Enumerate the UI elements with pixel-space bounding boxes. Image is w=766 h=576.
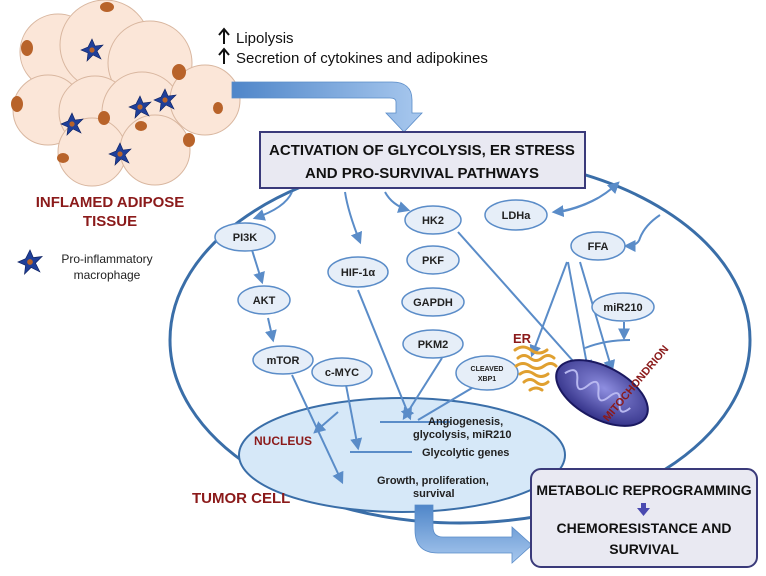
nucleus-to-outcome-arrow (414, 504, 533, 564)
node-pi3k-label: PI3K (233, 232, 258, 244)
fat-cell (119, 114, 191, 186)
adipose-label-line2: TISSUE (83, 213, 137, 230)
adipose-effects: Lipolysis Secretion of cytokines and adi… (218, 27, 488, 67)
outcome-line2: CHEMORESISTANCE AND (556, 520, 731, 536)
down-arrow-icon (637, 503, 650, 516)
mitochondrion (555, 359, 649, 427)
node-akt: AKT (237, 285, 291, 315)
node-ffa-label: FFA (588, 241, 609, 253)
nucleus-output3-line2: survival (413, 488, 455, 500)
node-cmyc-label: c-MYC (325, 367, 359, 379)
endoplasmic-reticulum (513, 345, 558, 392)
node-xbp1-label-line2: XBP1 (478, 376, 496, 383)
activation-line2: AND PRO-SURVIVAL PATHWAYS (305, 165, 539, 182)
inflamed-adipose-tissue: INFLAMED ADIPOSE TISSUE Pro-inflammatory… (11, 0, 241, 282)
outcome-line3: SURVIVAL (609, 541, 679, 557)
node-pkm2: PKM2 (402, 329, 464, 359)
outcome-line1: METABOLIC REPROGRAMMING (536, 482, 751, 498)
fat-cell-nuclei (11, 2, 223, 163)
legend-label-line1: Pro-inflammatory (61, 252, 152, 266)
pathway-nodes: PI3K AKT mTOR HIF-1α c-MYC HK2 PKF GAPD (214, 199, 655, 391)
node-pi3k: PI3K (214, 222, 276, 252)
node-akt-label: AKT (253, 295, 276, 307)
node-xbp1: CLEAVED XBP1 (455, 355, 519, 391)
effect-lipolysis: Lipolysis (236, 30, 294, 47)
node-mir210: miR210 (591, 292, 655, 322)
effect-secretion: Secretion of cytokines and adipokines (236, 50, 488, 67)
up-arrow-icon (218, 27, 230, 44)
up-arrow-icon (218, 47, 230, 64)
nucleus-label: NUCLEUS (254, 434, 312, 448)
node-cmyc: c-MYC (311, 357, 373, 387)
node-pkm2-label: PKM2 (418, 339, 449, 351)
legend-label-line2: macrophage (74, 268, 141, 282)
activation-line1: ACTIVATION OF GLYCOLYSIS, ER STRESS (269, 142, 575, 159)
nucleus-output2: Glycolytic genes (422, 447, 509, 459)
node-mtor-label: mTOR (267, 355, 300, 367)
node-ffa: FFA (570, 231, 626, 261)
outcome-box: METABOLIC REPROGRAMMING CHEMORESISTANCE … (530, 468, 758, 568)
node-xbp1-label-line1: CLEAVED (471, 366, 504, 373)
nucleus-output3-line1: Growth, proliferation, (377, 475, 489, 487)
adipose-to-activation-arrow (231, 81, 423, 133)
legend-macrophage-icon (17, 249, 43, 275)
pathway-arrows (251, 181, 661, 485)
activation-box: ACTIVATION OF GLYCOLYSIS, ER STRESS AND … (259, 131, 586, 189)
node-gapdh-label: GAPDH (413, 297, 453, 309)
node-pkf-label: PKF (422, 255, 444, 267)
node-hif-label: HIF-1α (341, 267, 376, 279)
nucleus-output1-line1: Angiogenesis, (428, 416, 503, 428)
node-mir210-label: miR210 (603, 302, 642, 314)
er-label: ER (513, 331, 532, 346)
node-hk2-label: HK2 (422, 215, 444, 227)
node-ldha: LDHa (484, 199, 548, 231)
node-gapdh: GAPDH (401, 287, 465, 317)
node-hk2: HK2 (404, 205, 462, 235)
adipose-label-line1: INFLAMED ADIPOSE (36, 194, 185, 211)
node-mtor: mTOR (252, 345, 314, 375)
node-pkf: PKF (406, 245, 460, 275)
node-ldha-label: LDHa (502, 210, 532, 222)
tumor-cell-label: TUMOR CELL (192, 490, 290, 507)
node-hif: HIF-1α (327, 256, 389, 288)
nucleus-output1-line2: glycolysis, miR210 (413, 429, 511, 441)
